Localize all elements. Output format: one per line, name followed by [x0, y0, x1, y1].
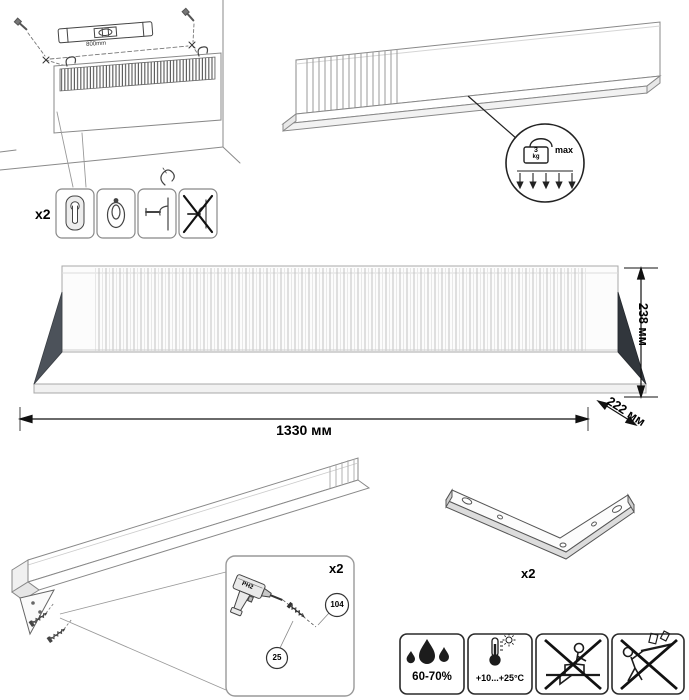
shelf-back-view: [11, 457, 371, 636]
shelf-board-edge: [33, 383, 647, 394]
corner-bracket-diagram: [445, 488, 635, 560]
bracket-assembly-diagram: [11, 457, 371, 697]
usage-condition-icons: [399, 630, 685, 695]
assembly-quantity-label: x2: [329, 561, 344, 576]
drill-point-marks: [42, 41, 196, 64]
shelf-front-view: [32, 265, 648, 394]
callout-line: [467, 95, 518, 140]
panel-slats: [304, 49, 400, 113]
bracket-quantity-label: x2: [521, 566, 536, 581]
hanger-box-3: [137, 188, 177, 239]
detail-leader-lines: [59, 571, 227, 691]
hanger-box-2: [96, 188, 136, 239]
panel-hook-icon: [197, 46, 209, 57]
left-bracket: [33, 291, 63, 385]
mounted-panel-drawing: [53, 46, 222, 134]
temperature-box: [467, 633, 533, 695]
panel-slats: [94, 268, 588, 351]
shelf-board: [32, 351, 648, 385]
badge-connector: [279, 620, 294, 649]
weight-value-label: 3: [534, 147, 538, 154]
keyhole-hanger-icon: [65, 195, 85, 231]
hang-on-screw-icon: [145, 197, 169, 231]
humidity-box: [399, 633, 465, 695]
spirit-level-icon: [57, 21, 154, 44]
humidity-label: 60-70%: [412, 671, 452, 683]
width-dimension-arrow: [17, 407, 591, 431]
panel-slats: [329, 459, 355, 488]
height-dimension-arrow: [624, 265, 658, 400]
temperature-label: +10...+25°C: [475, 673, 525, 683]
screw-icon: [46, 628, 66, 644]
screw-icon: [28, 612, 48, 628]
screw-size-badge-2-label: 25: [272, 653, 282, 662]
weight-limit-badge: [505, 123, 585, 203]
inset-leader-lines: [56, 111, 87, 188]
screw-icon: [286, 601, 305, 618]
prohibition-cross: [544, 638, 602, 691]
wrong-mounting-icon: [182, 194, 214, 234]
oval-hanger-icon: [106, 198, 126, 229]
hangers-quantity-label: x2: [35, 206, 51, 222]
shelf-3d-drawing: [281, 21, 662, 133]
badge-connector: [317, 612, 330, 626]
screw-size-badge-1: [324, 592, 350, 618]
bracket-in-place: [19, 589, 55, 636]
drill-icon: [230, 574, 283, 617]
right-bracket: [617, 291, 647, 385]
weight-max-label: max: [555, 145, 574, 155]
hook-detail-icon: [160, 167, 175, 186]
screw-size-badge-2: [265, 646, 289, 670]
thermometer-icon: [489, 633, 516, 666]
prohibition-cross: [620, 638, 678, 691]
screw-axis-lines: [45, 602, 73, 630]
product-dimensions-view: [17, 265, 658, 431]
wall-screw-icon: [13, 7, 195, 31]
wall-mounting-diagram: [0, 0, 241, 239]
height-dimension-label: 238 мм: [636, 303, 650, 346]
depth-dimension-arrow: [596, 399, 638, 427]
screw-size-badge-1-label: 104: [330, 600, 344, 609]
panel-hook-icon: [65, 56, 77, 67]
weight-3kg-icon: [523, 138, 553, 164]
load-limit-diagram: [281, 21, 662, 203]
weight-unit-label: kg: [532, 154, 540, 160]
load-arrows-icon: [516, 170, 576, 190]
panel-slats: [59, 56, 216, 92]
width-dimension-label: 1330 мм: [276, 422, 332, 438]
wall-corner-lines: [0, 0, 241, 171]
water-drops-icon: [406, 639, 449, 664]
